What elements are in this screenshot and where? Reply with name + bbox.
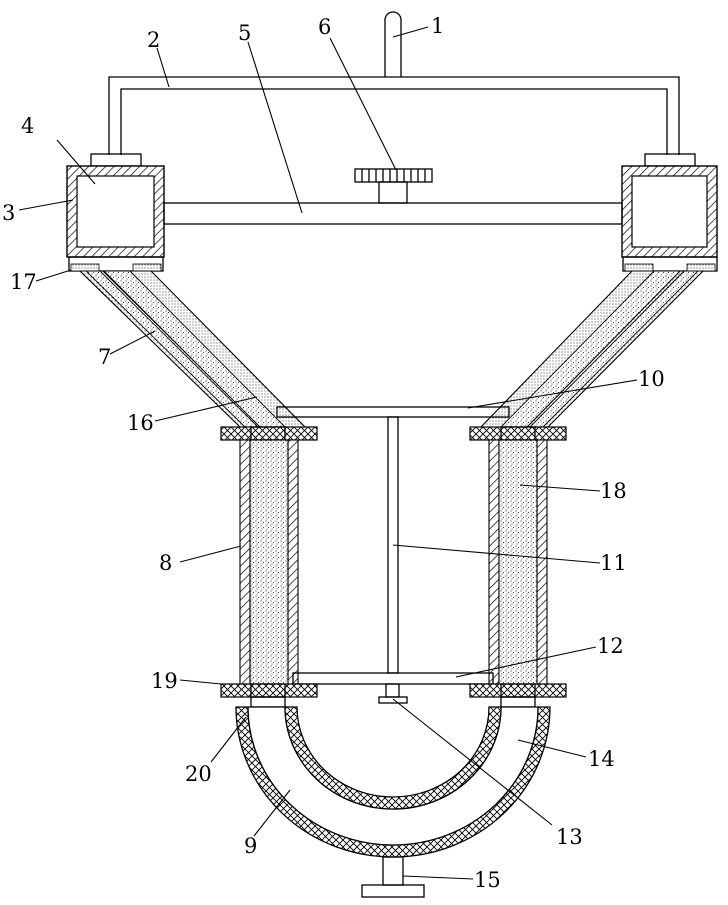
right-diagonal-pipe: [478, 270, 705, 429]
label-2: 2: [147, 28, 160, 52]
top-plate: [276, 406, 510, 418]
right-housing: [621, 165, 718, 258]
label-4: 4: [21, 114, 34, 138]
label-16: 16: [127, 411, 154, 435]
left-housing: [66, 165, 165, 258]
connector-part: [378, 683, 408, 704]
label-9: 9: [244, 834, 257, 858]
label-10: 10: [638, 367, 665, 391]
lower-flanges: [68, 256, 718, 272]
label-14: 14: [588, 747, 615, 771]
label-15: 15: [474, 868, 501, 892]
upper-column-flanges: [220, 426, 567, 441]
label-13: 13: [556, 825, 583, 849]
label-11: 11: [600, 551, 627, 575]
left-column: [239, 439, 299, 685]
left-diagonal-pipe: [78, 270, 308, 429]
right-column: [488, 439, 548, 685]
label-6: 6: [318, 15, 331, 39]
label-20: 20: [185, 762, 212, 786]
label-19: 19: [151, 669, 178, 693]
leader-lines: [18, 26, 638, 880]
bottom-plate: [292, 672, 494, 685]
label-5: 5: [238, 21, 251, 45]
top-frame-part: [108, 76, 680, 155]
part-labels: 1 2 5 6 4 3 17 7 16 10 18 8 11 12 19 20 …: [2, 14, 665, 892]
lower-column-flanges: [220, 683, 567, 708]
label-3: 3: [2, 201, 15, 225]
u-pipe: [235, 706, 551, 858]
handle-part: [384, 11, 402, 77]
horizontal-shaft: [163, 202, 623, 225]
label-12: 12: [597, 634, 624, 658]
label-8: 8: [159, 551, 172, 575]
label-17: 17: [10, 270, 37, 294]
label-1: 1: [431, 14, 444, 38]
bottom-foot: [361, 856, 425, 898]
label-7: 7: [98, 345, 111, 369]
label-18: 18: [600, 479, 627, 503]
gear-part: [354, 168, 433, 204]
